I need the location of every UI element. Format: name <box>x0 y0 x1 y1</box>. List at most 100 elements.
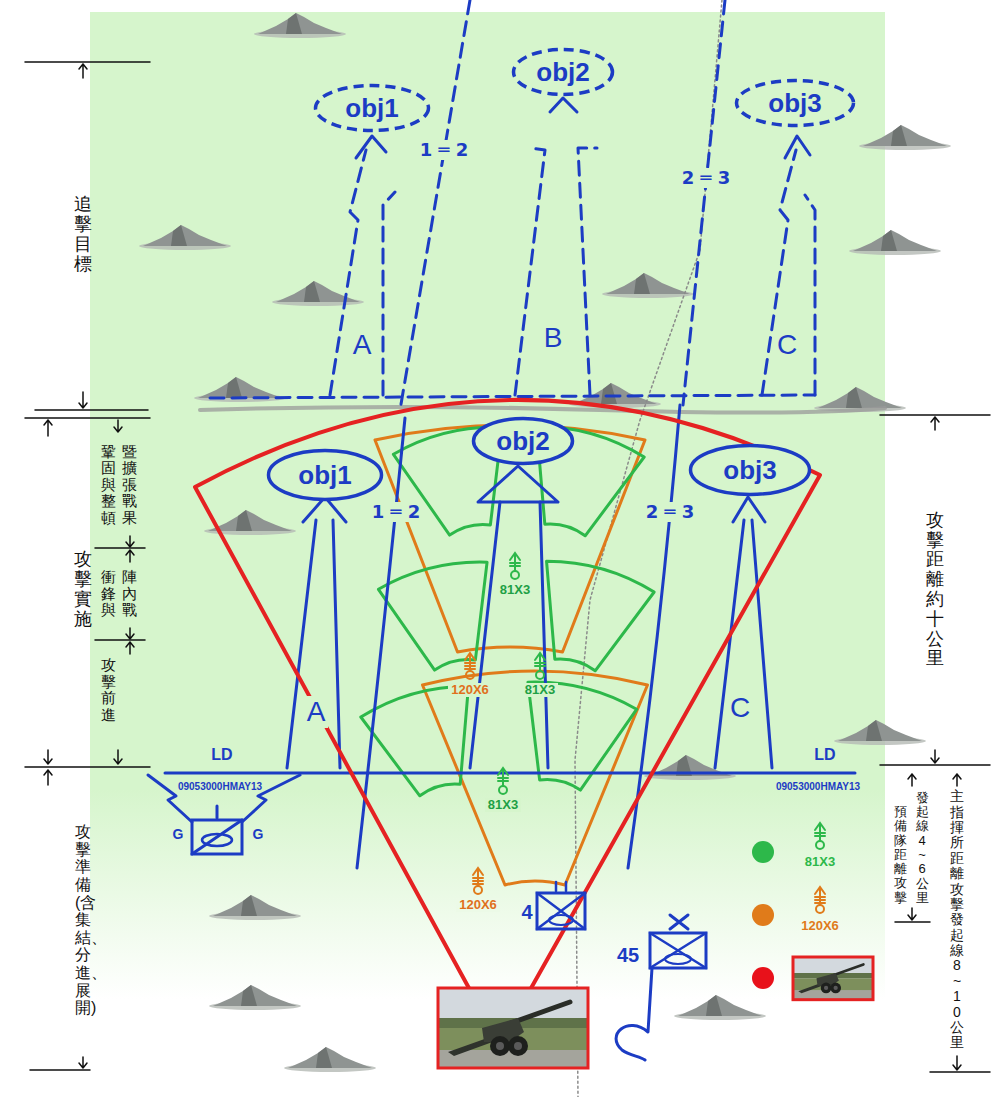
mortar-head <box>465 653 475 660</box>
objective-label: obj3 <box>723 456 776 485</box>
pursuit-start-line <box>210 395 815 398</box>
ruler-line <box>30 1069 90 1071</box>
mountain-body <box>213 895 297 916</box>
mountain-body <box>208 510 292 531</box>
ruler-arrow <box>79 392 87 408</box>
mortar-bar <box>473 883 483 885</box>
mountain-icon <box>209 895 301 920</box>
ruler-arrow <box>114 750 122 764</box>
photo-sky <box>438 988 588 1068</box>
mortar-base <box>466 671 474 679</box>
mountain-icon <box>644 755 736 780</box>
mountain-shade <box>866 720 882 741</box>
echelon-mark <box>216 806 219 818</box>
howitzer-photo <box>438 988 588 1068</box>
route-label: G <box>173 826 184 842</box>
pursuit-arrowhead <box>785 136 810 158</box>
artillery-range-sector <box>195 400 820 990</box>
objective-ellipse-shape <box>474 419 573 464</box>
mortar-bar <box>815 832 825 834</box>
mountain-icon <box>674 995 766 1020</box>
mountain-icon <box>859 125 951 150</box>
mortar-symbol <box>473 868 483 894</box>
weapon-label: 81X3 <box>485 798 521 813</box>
objective-ellipse-shape <box>737 81 854 126</box>
mountain-body <box>143 225 227 246</box>
ruler-arrow <box>79 64 87 78</box>
gun-wheel <box>508 1036 528 1056</box>
legend-dot <box>752 967 774 989</box>
wheel-hub <box>496 1042 504 1050</box>
ruler-line <box>25 417 150 419</box>
mortar-symbol <box>535 653 545 679</box>
mortar-head <box>498 768 508 775</box>
sub-phase-label: 攻擊前進 <box>101 657 116 723</box>
unit-axis-label: A <box>353 329 372 361</box>
objective-ellipse: obj2 <box>471 416 575 466</box>
mountain-shade <box>891 125 907 146</box>
mortar-head <box>535 653 545 660</box>
mortar-base <box>511 571 519 579</box>
objective-ellipse: obj3 <box>734 78 856 128</box>
mortar-fire-fan <box>506 674 639 798</box>
ruler-line <box>895 921 930 923</box>
line-of-departure <box>165 772 855 775</box>
mountain-shade <box>226 377 242 398</box>
mortar-bar <box>465 662 475 664</box>
brigade-symbol <box>650 933 706 968</box>
gun-wheel <box>821 983 832 994</box>
main-attack-arrow <box>540 502 548 768</box>
unit-track <box>202 834 232 846</box>
objective-ellipse: obj3 <box>688 443 812 497</box>
pursuit-arrow <box>383 192 395 395</box>
distance-note: 預備隊距離攻擊 <box>894 805 907 905</box>
boundary-label: 2 ═ 3 <box>643 502 697 523</box>
ruler-line <box>880 414 990 416</box>
objective-label: obj3 <box>768 89 821 118</box>
mountain-body <box>258 13 342 34</box>
pursuit-arrow <box>578 148 597 395</box>
boundary-label: 1 ═ 2 <box>417 140 471 161</box>
ruler-arrow <box>79 1057 87 1068</box>
battalion-symbol <box>537 893 585 929</box>
mortar-bar <box>473 877 483 879</box>
line-name: LD <box>814 746 835 764</box>
mortar-bar <box>498 777 508 779</box>
phase-label: 追擊目標 <box>74 195 92 274</box>
infantry-cross <box>537 893 585 929</box>
mortar-base <box>474 886 482 894</box>
legend-label: 81X3 <box>805 855 835 870</box>
mountain-body <box>288 1047 372 1068</box>
attack-arrowhead <box>733 497 765 522</box>
unit-axis-label: C <box>730 692 750 724</box>
ruler-line <box>880 764 990 766</box>
mortar-symbol <box>815 887 825 913</box>
main-attack-arrow <box>470 502 500 768</box>
boundary-label: 1 ═ 2 <box>369 502 423 523</box>
mortar-base <box>499 786 507 794</box>
sub-phase-label: 鞏固與整頓 <box>101 444 116 527</box>
mortar-symbol <box>465 653 475 679</box>
unit-track <box>665 954 691 964</box>
ruler-arrow <box>114 420 122 432</box>
objective-ellipse-shape <box>269 451 382 500</box>
objective-ellipse: obj1 <box>266 448 384 502</box>
mortar-bar <box>815 896 825 898</box>
line-name: LD <box>211 746 232 764</box>
mountain-shade <box>316 1047 332 1068</box>
ruler-arrow <box>44 750 52 764</box>
ruler-line <box>95 639 145 641</box>
weapon-label: 120X6 <box>448 683 492 698</box>
infantry-cross <box>650 933 706 968</box>
ruler-arrow <box>953 774 961 786</box>
mountain-body <box>678 995 762 1016</box>
mortar-fire-fan <box>376 554 509 678</box>
ruler-arrow <box>908 908 916 920</box>
route-label: G <box>253 826 264 842</box>
mortar-fire-fan <box>423 671 648 885</box>
mountain-shade <box>846 387 862 408</box>
attack-arrow <box>752 520 772 768</box>
mountain-icon <box>602 273 694 298</box>
legend-swatch <box>752 904 774 926</box>
ruler-arrow <box>44 420 52 436</box>
